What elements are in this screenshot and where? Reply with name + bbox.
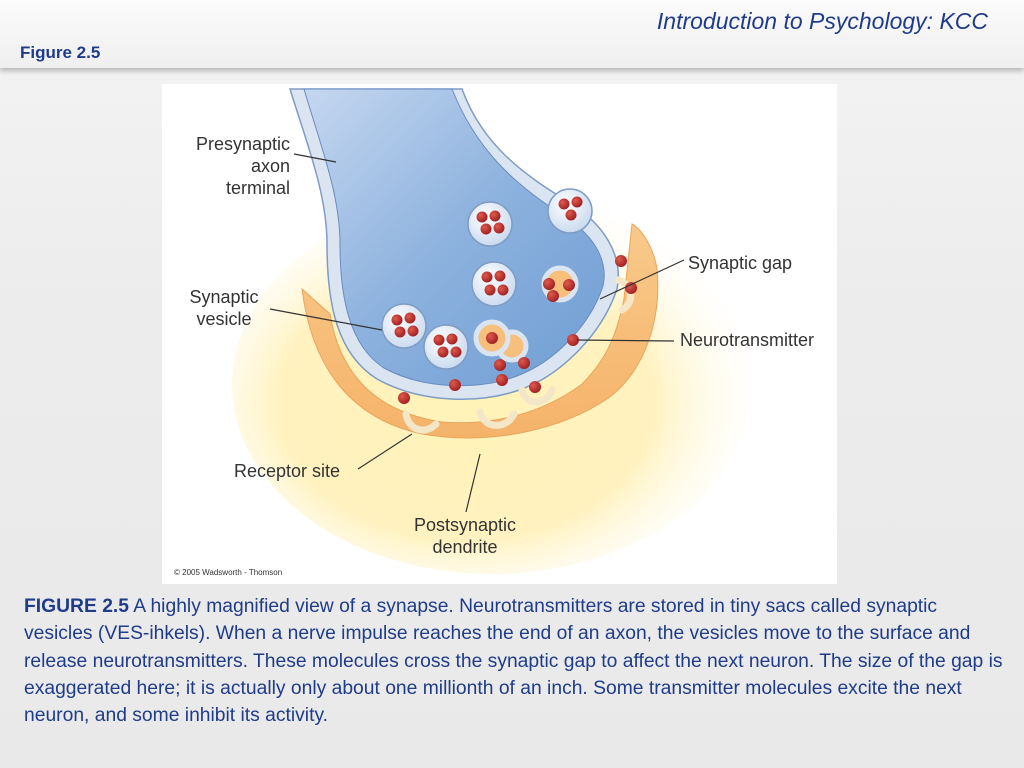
vesicle-5 [423,324,469,370]
receptor-site-1 [402,410,440,434]
leader-neurotransmitter [576,339,675,342]
copyright-notice: © 2005 Wadsworth - Thomson [174,568,283,577]
synapse-figure: Presynaptic axon terminal Synaptic vesic… [162,84,837,584]
vesicle-2 [547,188,593,234]
leader-receptor [357,433,413,470]
neurotransmitter-molecules [398,255,637,404]
figure-label: Figure 2.5 [20,43,101,62]
receptor-site-2 [476,408,518,429]
figure-caption: FIGURE 2.5 A highly magnified view of a … [24,593,1004,729]
leader-presynaptic [293,153,337,163]
label-neurotransmitter: Neurotransmitter [680,330,815,350]
caption-lead: FIGURE 2.5 [24,596,130,617]
axon-terminal-inner [303,88,605,387]
label-receptor-site: Receptor site [234,461,341,481]
receptor-site-3 [518,386,556,406]
label-postsynaptic: Postsynaptic dendrite [413,515,517,557]
caption-text: A highly magnified view of a synapse. Ne… [24,596,1003,727]
vesicle-1 [467,201,513,247]
leader-lines [269,153,685,513]
label-synaptic-gap: Synaptic gap [688,253,793,273]
course-title: Introduction to Psychology: KCC [656,8,988,34]
synapse-illustration [232,88,752,574]
label-synaptic-vesicle: Synaptic vesicle [189,287,259,329]
leader-vesicle [269,308,383,331]
leader-postsynaptic [465,453,481,513]
label-presynaptic: Presynaptic axon terminal [195,134,290,198]
dendrite-orange [301,223,659,439]
vesicle-4 [381,303,427,349]
leader-gap [599,259,685,300]
vesicle-3 [471,261,517,307]
header-band [0,0,1024,68]
